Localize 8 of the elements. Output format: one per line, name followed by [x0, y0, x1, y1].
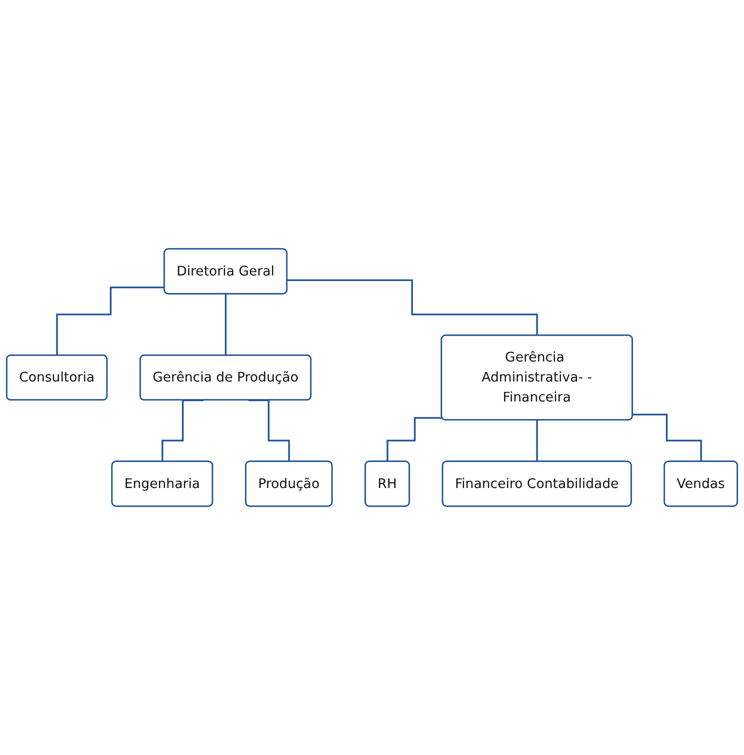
- connector: [248, 400, 290, 463]
- connector: [56, 286, 165, 356]
- connector: [386, 417, 442, 463]
- connector: [224, 293, 227, 356]
- connector: [632, 414, 702, 463]
- connector: [162, 400, 204, 463]
- connector: [536, 419, 538, 463]
- connector: [287, 279, 538, 336]
